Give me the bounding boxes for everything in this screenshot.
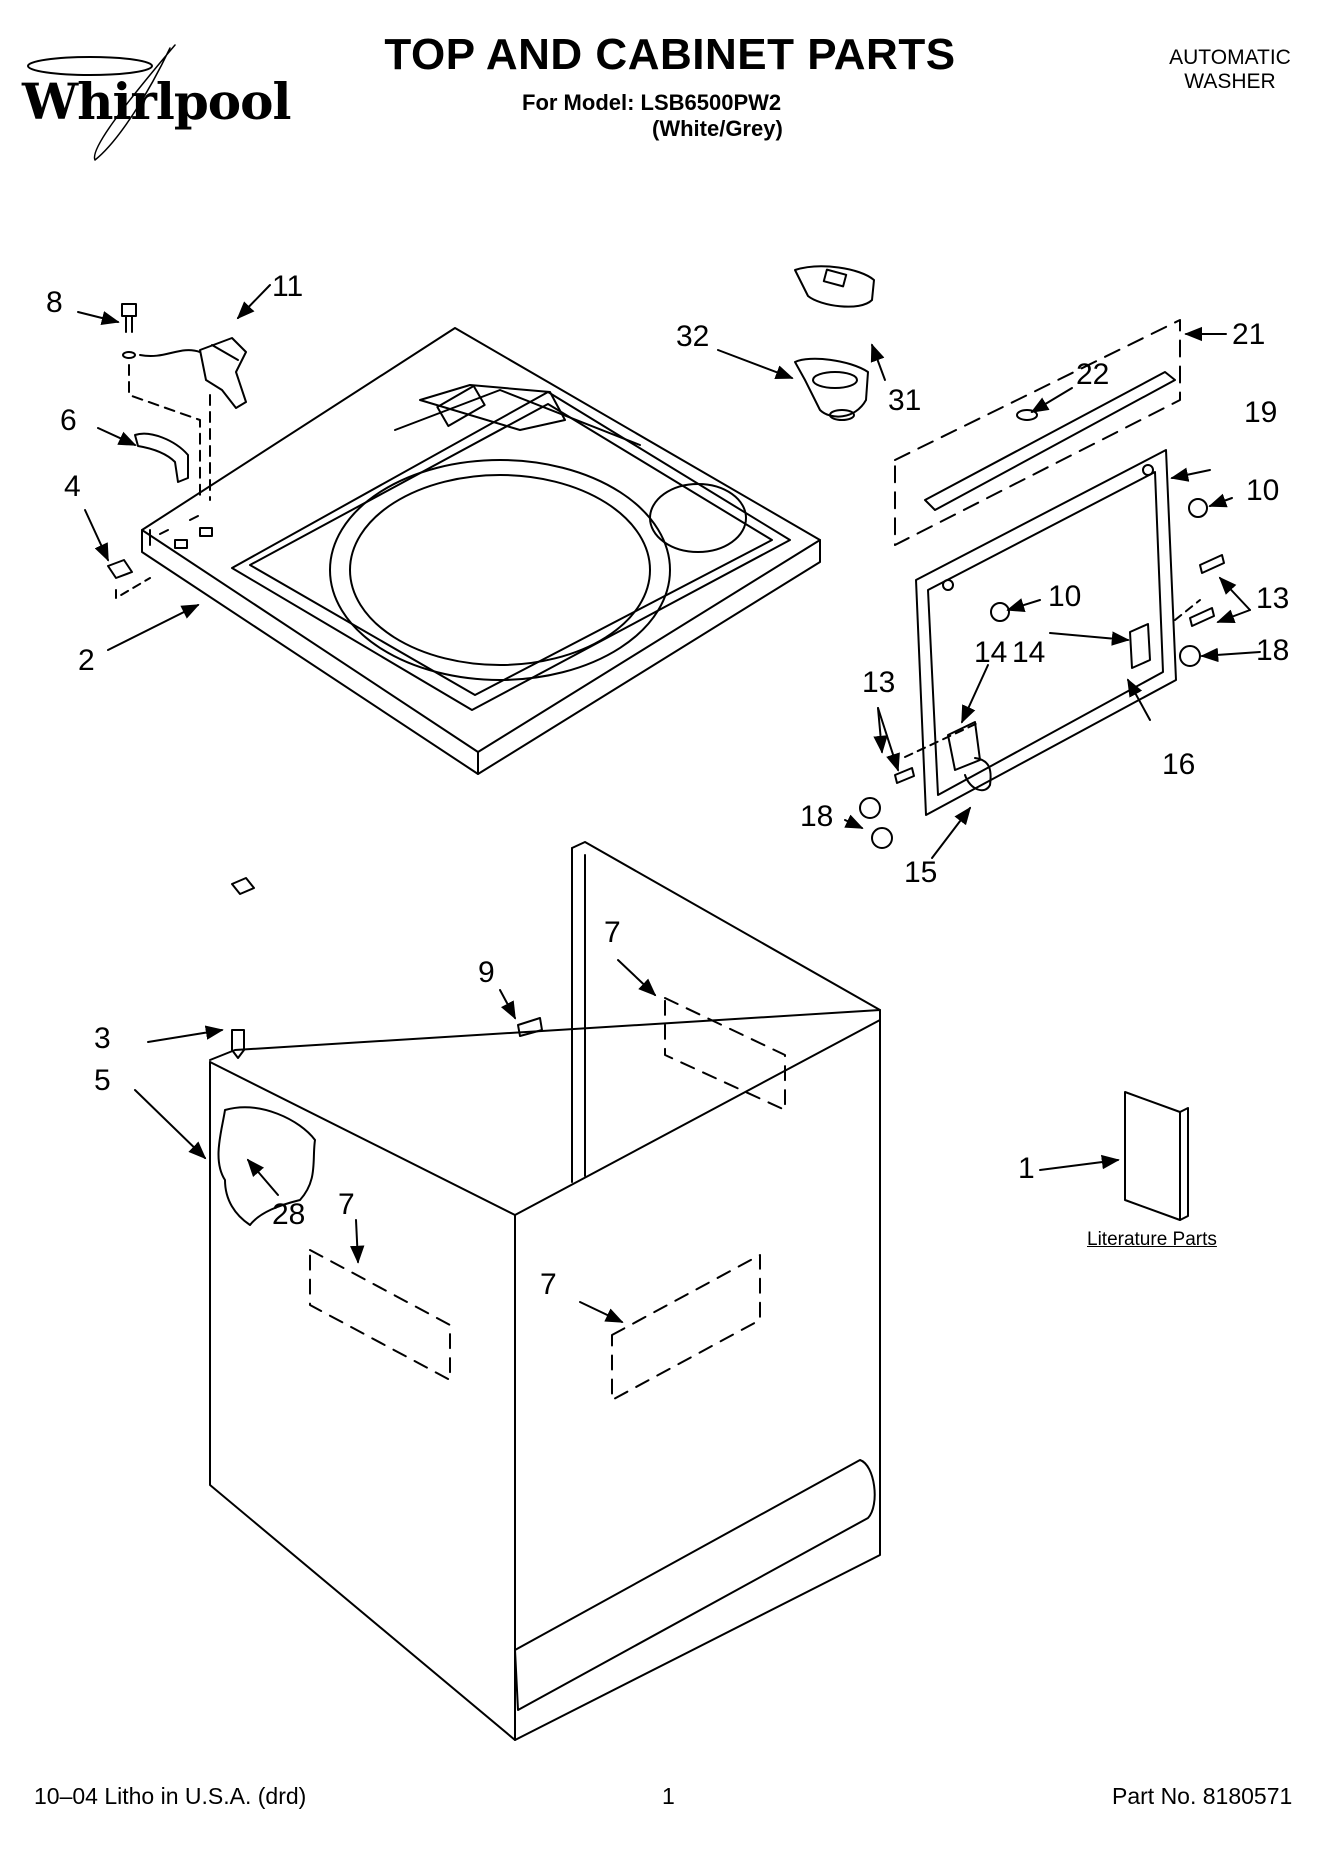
callout-1: 1 — [1018, 1152, 1035, 1185]
lid-trim — [924, 371, 1176, 511]
lid-switch-assembly — [139, 337, 247, 409]
callout-5: 5 — [94, 1064, 111, 1097]
model-line: For Model: LSB6500PW2 — [522, 90, 782, 115]
callout-13-left: 13 — [862, 666, 896, 699]
bumper-icon — [1016, 409, 1038, 421]
callout-18-right: 18 — [1256, 634, 1290, 667]
callout-4: 4 — [64, 470, 81, 503]
callout-7-side: 7 — [338, 1188, 355, 1221]
whirlpool-logo: Whirlpool — [22, 72, 291, 131]
callout-16: 16 — [1162, 748, 1196, 781]
callout-6: 6 — [60, 404, 77, 437]
callout-9: 9 — [478, 956, 495, 989]
footer-page-number: 1 — [662, 1783, 675, 1809]
washer-top-lid — [141, 327, 821, 775]
callout-11: 11 — [272, 270, 304, 303]
lid-group-dashed-box — [894, 319, 1181, 546]
clip-icon — [134, 432, 189, 483]
dispenser-cup-icon — [794, 265, 875, 421]
washer-cabinet — [209, 841, 881, 1741]
callout-2: 2 — [78, 644, 95, 677]
category-line-1: AUTOMATIC — [1169, 46, 1291, 69]
callout-22: 22 — [1076, 358, 1110, 391]
callout-8: 8 — [46, 286, 63, 319]
footer-part-number: Part No. 8180571 — [1112, 1783, 1293, 1809]
literature-parts-label: Literature Parts — [1087, 1229, 1217, 1250]
leader-dashed — [128, 364, 201, 501]
callout-10-left: 10 — [1048, 580, 1082, 613]
callout-19: 19 — [1244, 396, 1278, 429]
screw-icon — [121, 303, 137, 359]
label-area-dashed — [664, 997, 786, 1111]
washer-lid-frame — [915, 449, 1177, 816]
color-line: (White/Grey) — [652, 116, 783, 141]
cabinet-clip-icon — [231, 877, 255, 895]
callout-18-left: 18 — [800, 800, 834, 833]
callout-14-left: 14 — [974, 636, 1008, 669]
page-title: TOP AND CABINET PARTS — [384, 30, 956, 79]
callout-28: 28 — [272, 1198, 306, 1231]
callout-7-front: 7 — [540, 1268, 557, 1301]
category-label: AUTOMATIC WASHER — [1150, 46, 1310, 94]
logo-swoosh-icon — [27, 44, 176, 161]
callout-21: 21 — [1232, 318, 1266, 351]
callout-14-right: 14 — [1012, 636, 1046, 669]
callout-31: 31 — [888, 384, 922, 417]
leader-arrows — [77, 284, 1261, 1323]
callout-3: 3 — [94, 1022, 111, 1055]
category-line-2: WASHER — [1184, 70, 1276, 93]
callout-7-back: 7 — [604, 916, 621, 949]
callout-32: 32 — [676, 320, 710, 353]
literature-booklet-icon — [1124, 1091, 1189, 1221]
callout-10-right: 10 — [1246, 474, 1280, 507]
callout-15: 15 — [904, 856, 938, 889]
tinnerman-clip-icon — [107, 559, 151, 599]
footer-litho: 10–04 Litho in U.S.A. (drd) — [34, 1783, 307, 1809]
callout-13-right: 13 — [1256, 582, 1290, 615]
